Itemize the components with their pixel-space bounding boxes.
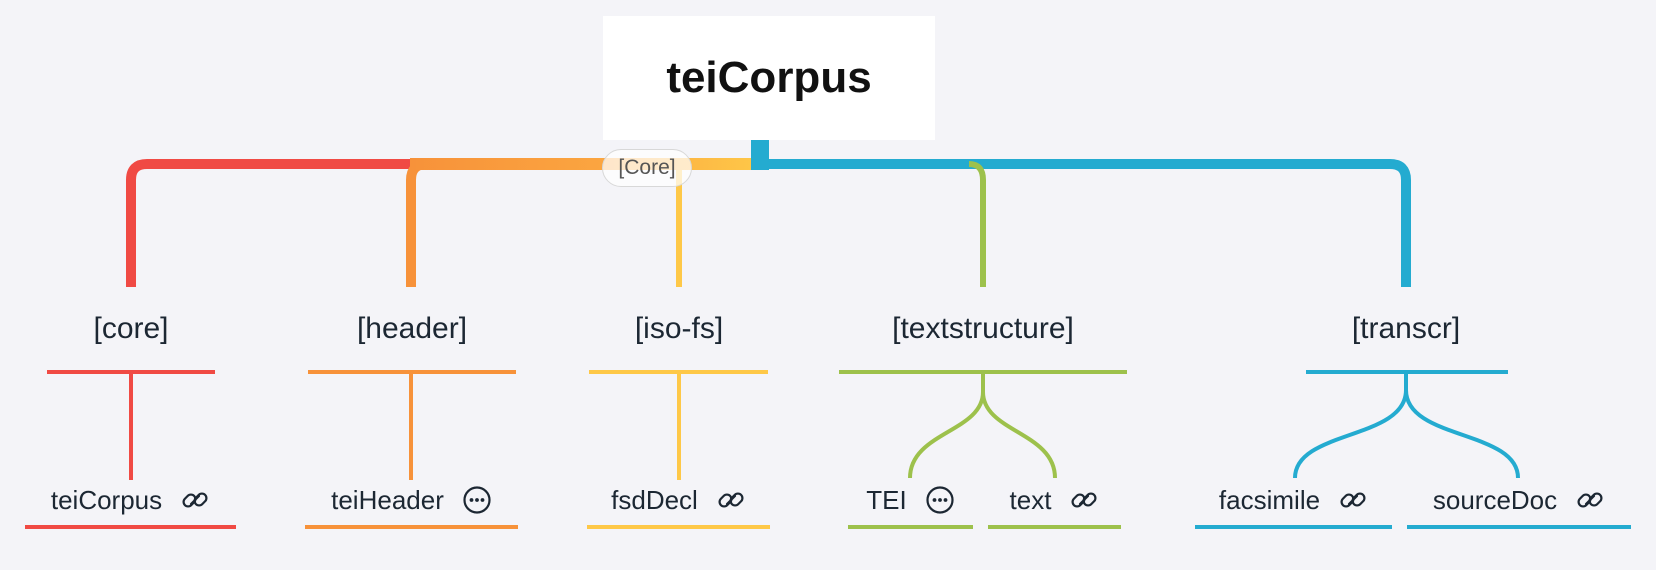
group-topic-header[interactable]: [header] bbox=[356, 312, 468, 345]
link-icon[interactable] bbox=[716, 485, 746, 515]
group-topic-textstructure[interactable]: [textstructure] bbox=[892, 312, 1074, 345]
leaf-topic-fsddecl[interactable]: fsdDecl bbox=[587, 480, 770, 520]
connector-textstructure-right bbox=[981, 391, 1057, 479]
branch-core bbox=[126, 159, 760, 287]
leaf-label: facsimile bbox=[1218, 484, 1321, 515]
more-icon[interactable] bbox=[462, 485, 492, 515]
core-tag-badge: [Core] bbox=[602, 149, 692, 187]
leaf-topic-teicorpus[interactable]: teiCorpus bbox=[25, 480, 236, 520]
branch-textstructure bbox=[968, 161, 986, 287]
link-icon[interactable] bbox=[180, 485, 210, 515]
connector-textstructure-left bbox=[908, 372, 985, 479]
connector-transcr-left bbox=[1293, 372, 1408, 479]
group-topic-transcr[interactable]: [transcr] bbox=[1351, 312, 1461, 345]
leaf-label: TEI bbox=[866, 484, 907, 515]
link-icon[interactable] bbox=[1069, 485, 1099, 515]
leaf-topic-tei[interactable]: TEI bbox=[848, 480, 973, 520]
leaf-topic-text[interactable]: text bbox=[988, 480, 1121, 520]
leaf-topic-sourcedoc[interactable]: sourceDoc bbox=[1407, 480, 1631, 520]
leaf-label: sourceDoc bbox=[1432, 484, 1558, 515]
root-topic-label: teiCorpus bbox=[666, 53, 872, 102]
root-topic[interactable]: teiCorpus bbox=[603, 16, 935, 140]
branch-header bbox=[406, 159, 760, 287]
leaf-topic-facsimile[interactable]: facsimile bbox=[1195, 480, 1392, 520]
link-icon[interactable] bbox=[1575, 485, 1605, 515]
leaf-label: fsdDecl bbox=[611, 484, 698, 515]
leaf-topic-teiheader[interactable]: teiHeader bbox=[305, 480, 518, 520]
more-icon[interactable] bbox=[925, 485, 955, 515]
link-icon[interactable] bbox=[1338, 485, 1368, 515]
leaf-label: text bbox=[1009, 484, 1052, 515]
group-topic-iso-fs[interactable]: [iso-fs] bbox=[634, 312, 724, 345]
core-tag-label: [Core] bbox=[618, 156, 676, 179]
branch-transcr bbox=[755, 138, 1411, 287]
group-topic-core[interactable]: [core] bbox=[93, 312, 169, 345]
leaf-label: teiCorpus bbox=[50, 484, 163, 515]
leaf-label: teiHeader bbox=[331, 484, 444, 515]
connector-transcr-right bbox=[1404, 389, 1520, 479]
